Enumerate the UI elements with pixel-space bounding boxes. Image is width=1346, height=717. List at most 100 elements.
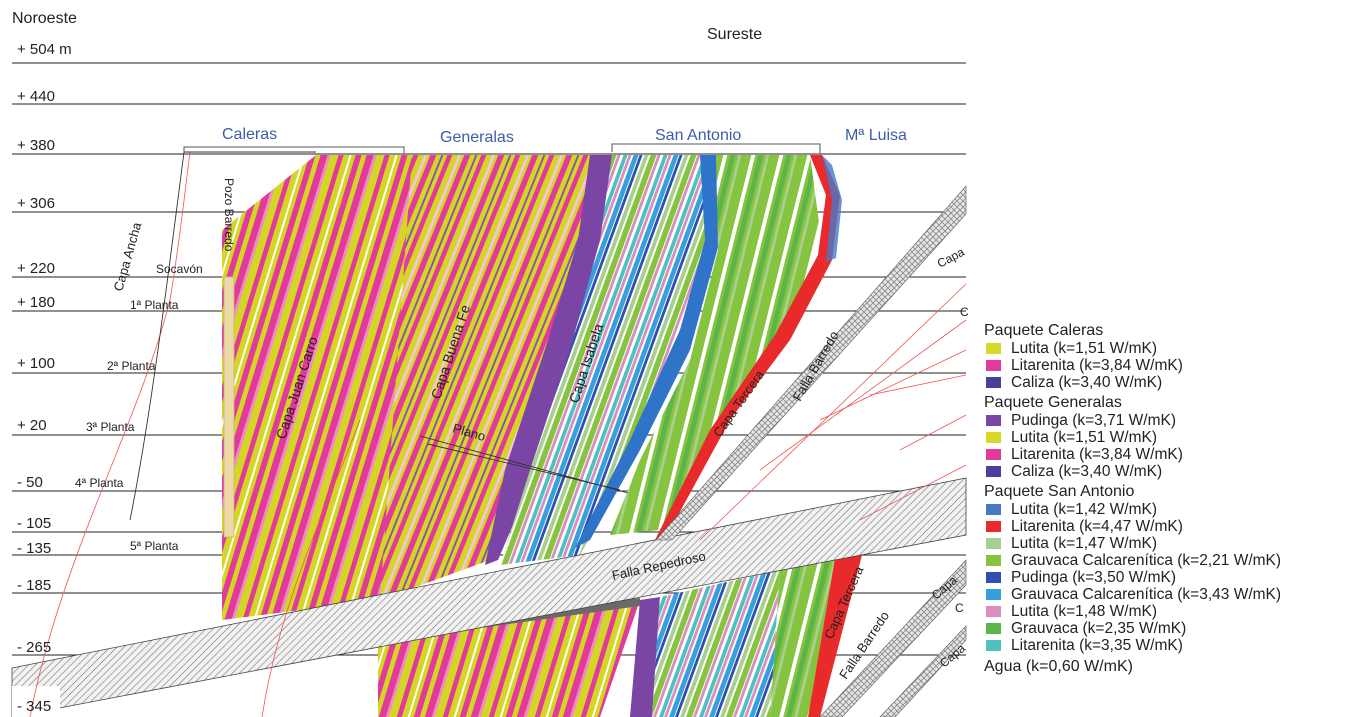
- elevation-label: - 265: [17, 639, 52, 656]
- legend-swatch: [986, 466, 1001, 477]
- package-label-generalas: Generalas: [440, 129, 514, 146]
- legend-item: Grauvaca Calcarenítica (k=3,43 W/mK): [984, 586, 1346, 603]
- elevation-label: + 504 m: [17, 41, 72, 58]
- lower-block-red: [808, 555, 862, 717]
- package-label-caleras: Caleras: [222, 126, 278, 143]
- package-brackets: [183, 143, 821, 154]
- legend-swatch: [986, 623, 1001, 634]
- legend-item: Grauvaca Calcarenítica (k=2,21 W/mK): [984, 552, 1346, 569]
- floor-label-4: 4ª Planta: [75, 476, 124, 490]
- legend-swatch: [986, 415, 1001, 426]
- southeast-label: Sureste: [707, 26, 763, 43]
- floor-label-2: 2ª Planta: [107, 359, 156, 373]
- legend-item-label: Litarenita (k=4,47 W/mK): [1011, 518, 1183, 535]
- elevation-label: + 440: [17, 88, 55, 105]
- legend-item: Lutita (k=1,42 W/mK): [984, 501, 1346, 518]
- legend-item: Pudinga (k=3,50 W/mK): [984, 569, 1346, 586]
- capa-ancha-label: Capa Ancha: [110, 220, 144, 293]
- capa-partial-label-3: Capa: [937, 641, 968, 670]
- green-upper-block: [610, 155, 820, 535]
- legend-item-label: Caliza (k=3,40 W/mK): [1011, 374, 1163, 391]
- elevation-label: - 135: [17, 540, 52, 557]
- legend-group-san-antonio: Paquete San Antonio Lutita (k=1,42 W/mK)…: [984, 483, 1346, 654]
- socavon-label: Socavón: [156, 262, 203, 276]
- bottom-left-white-box: [12, 686, 60, 717]
- elevation-label: + 306: [17, 195, 55, 212]
- elevation-label: - 105: [17, 515, 52, 532]
- legend-swatch: [986, 521, 1001, 532]
- elevation-label: - 185: [17, 577, 52, 594]
- legend-item: Lutita (k=1,51 W/mK): [984, 340, 1346, 357]
- capa-ancha-outline: [129, 151, 316, 521]
- legend-item-label: Litarenita (k=3,84 W/mK): [1011, 446, 1183, 463]
- legend-item: Grauvaca (k=2,35 W/mK): [984, 620, 1346, 637]
- c-partial-label-1: C: [960, 305, 968, 319]
- legend-item: Lutita (k=1,51 W/mK): [984, 429, 1346, 446]
- c-partial-label-2: C: [955, 601, 964, 615]
- legend-item-label: Grauvaca Calcarenítica (k=2,21 W/mK): [1011, 552, 1282, 569]
- legend-item: Lutita (k=1,48 W/mK): [984, 603, 1346, 620]
- elevation-label: + 380: [17, 137, 55, 154]
- legend-item-label: Lutita (k=1,42 W/mK): [1011, 501, 1158, 518]
- blue-band: [575, 155, 720, 548]
- legend-item: Litarenita (k=4,47 W/mK): [984, 518, 1346, 535]
- legend-swatch: [986, 504, 1001, 515]
- legend-group-title: Paquete Generalas: [984, 394, 1122, 411]
- capa-partial-label-1: Capa: [935, 245, 967, 271]
- blue-edge-band: [822, 155, 842, 262]
- falla-barredo-lower-2: [879, 625, 967, 717]
- floor-label-5: 5ª Planta: [130, 539, 179, 553]
- legend-swatch: [986, 606, 1001, 617]
- legend-item-label: Pudinga (k=3,71 W/mK): [1011, 412, 1176, 429]
- legend-item-label: Litarenita (k=3,35 W/mK): [1011, 637, 1183, 654]
- package-label-san-antonio: San Antonio: [655, 127, 742, 144]
- legend-item-label: Pudinga (k=3,50 W/mK): [1011, 569, 1176, 586]
- falla-barredo-label: Falla Barredo: [790, 328, 842, 403]
- elevation-label: + 220: [17, 260, 55, 277]
- legend-group-caleras: Paquete Caleras Lutita (k=1,51 W/mK) Lit…: [984, 322, 1346, 391]
- legend-item-label: Lutita (k=1,48 W/mK): [1011, 603, 1158, 620]
- legend-item: Litarenita (k=3,84 W/mK): [984, 357, 1346, 374]
- elevation-label: - 50: [17, 474, 43, 491]
- red-fault-lines: [29, 151, 967, 717]
- legend-item-label: Lutita (k=1,47 W/mK): [1011, 535, 1158, 552]
- geological-cross-section: Capa Ancha Capa Juan Carro Capa Buena Fe…: [11, 62, 968, 717]
- legend-swatch: [986, 377, 1001, 388]
- legend-item: Caliza (k=3,40 W/mK): [984, 374, 1346, 391]
- floor-label-3: 3ª Planta: [86, 420, 135, 434]
- legend-group-title: Paquete San Antonio: [984, 483, 1135, 500]
- falla-barredo-upper: [655, 185, 967, 541]
- legend-swatch: [986, 555, 1001, 566]
- legend-swatch: [986, 572, 1001, 583]
- pozo-barredo-shaft: [223, 276, 235, 538]
- legend-swatch: [986, 432, 1001, 443]
- pozo-barredo-label: Pozo Barredo: [222, 178, 236, 252]
- sanantonio-upper-block: [500, 155, 716, 565]
- legend-swatch: [986, 449, 1001, 460]
- legend-swatch: [986, 360, 1001, 371]
- legend-item: Litarenita (k=3,84 W/mK): [984, 446, 1346, 463]
- northwest-label: Noroeste: [12, 10, 77, 27]
- legend-item-label: Lutita (k=1,51 W/mK): [1011, 340, 1158, 357]
- lower-block-sanantonio: [652, 570, 780, 717]
- lower-block-purple: [630, 597, 660, 717]
- legend-item-label: Litarenita (k=3,84 W/mK): [1011, 357, 1183, 374]
- legend-swatch: [986, 640, 1001, 651]
- legend-group-generalas: Paquete Generalas Pudinga (k=3,71 W/mK) …: [984, 394, 1346, 480]
- generalas-upper-block: [380, 155, 600, 600]
- lower-block-green: [770, 558, 835, 717]
- package-label-ma-luisa: Mª Luisa: [845, 127, 907, 144]
- legend-item: Pudinga (k=3,71 W/mK): [984, 412, 1346, 429]
- elevation-label: - 345: [17, 698, 52, 715]
- legend-item: Litarenita (k=3,35 W/mK): [984, 637, 1346, 654]
- legend-item-label: Caliza (k=3,40 W/mK): [1011, 463, 1163, 480]
- floor-label-1: 1ª Planta: [130, 298, 179, 312]
- lower-block-caleras: [378, 600, 640, 717]
- legend-item: Caliza (k=3,40 W/mK): [984, 463, 1346, 480]
- legend-swatch: [986, 589, 1001, 600]
- plano-line: [419, 435, 629, 494]
- legend-item-label: Lutita (k=1,51 W/mK): [1011, 429, 1158, 446]
- legend-group-title: Paquete Caleras: [984, 322, 1104, 339]
- legend-item: Lutita (k=1,47 W/mK): [984, 535, 1346, 552]
- legend-swatch: [986, 343, 1001, 354]
